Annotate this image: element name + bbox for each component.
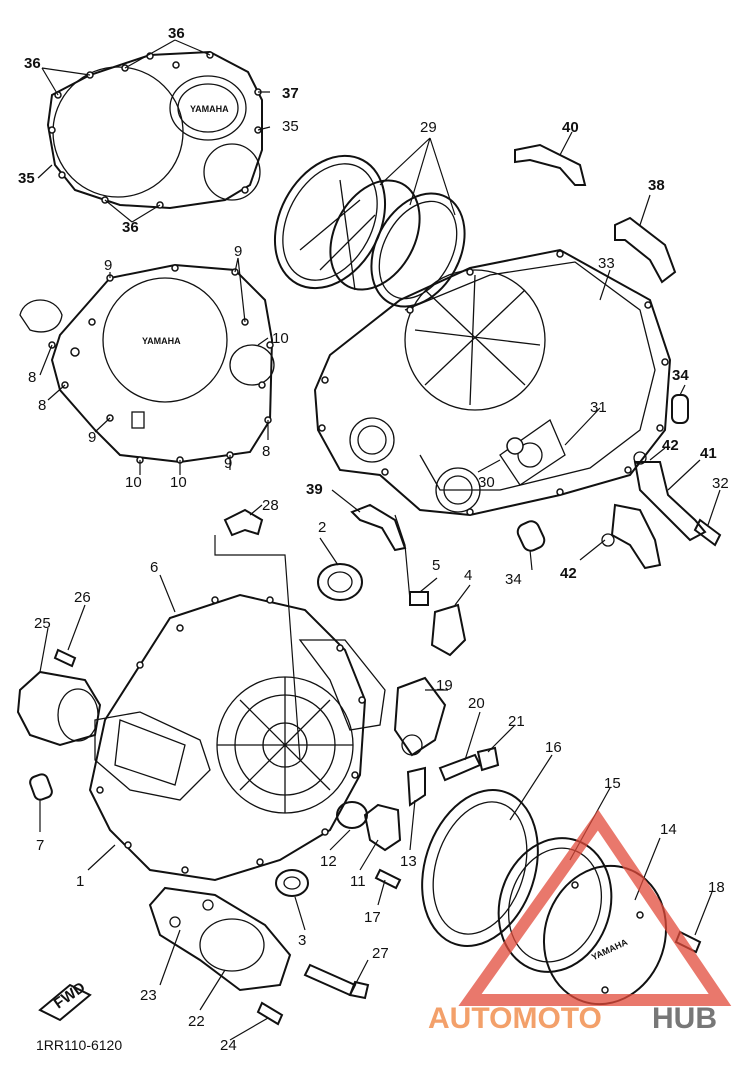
label-35-b: 35 bbox=[18, 170, 35, 187]
label-9-a: 9 bbox=[104, 257, 112, 274]
cover-brand-gasket: YAMAHA bbox=[142, 336, 181, 346]
label-9-b: 9 bbox=[234, 243, 242, 260]
cover-brand-timing: YAMAHA bbox=[590, 937, 630, 963]
label-28: 28 bbox=[262, 497, 279, 514]
label-31: 31 bbox=[590, 399, 607, 416]
label-12: 12 bbox=[320, 853, 337, 870]
label-1: 1 bbox=[76, 873, 84, 890]
label-14: 14 bbox=[660, 821, 677, 838]
label-29: 29 bbox=[420, 119, 437, 136]
label-36-a: 36 bbox=[168, 25, 185, 42]
label-18: 18 bbox=[708, 879, 725, 896]
label-2: 2 bbox=[318, 519, 326, 536]
leader-lines bbox=[37, 39, 721, 1041]
label-20: 20 bbox=[468, 695, 485, 712]
label-34-b: 34 bbox=[505, 571, 522, 588]
label-38: 38 bbox=[648, 177, 665, 194]
label-33: 33 bbox=[598, 255, 615, 272]
label-37: 37 bbox=[282, 85, 299, 102]
label-42-a: 42 bbox=[662, 437, 679, 454]
label-17: 17 bbox=[364, 909, 381, 926]
label-10-a: 10 bbox=[272, 330, 289, 347]
watermark-triangle bbox=[458, 809, 732, 1006]
label-8-c: 8 bbox=[262, 443, 270, 460]
middle-cover bbox=[313, 248, 672, 517]
starter-and-seals bbox=[16, 563, 363, 897]
label-7: 7 bbox=[36, 837, 44, 854]
label-25: 25 bbox=[34, 615, 51, 632]
label-10-c: 10 bbox=[170, 474, 187, 491]
label-13: 13 bbox=[400, 853, 417, 870]
label-41: 41 bbox=[700, 445, 717, 462]
label-4: 4 bbox=[464, 567, 472, 584]
watermark-automoto: AUTOMOTO bbox=[428, 1002, 602, 1035]
label-30: 30 bbox=[478, 474, 495, 491]
label-32: 32 bbox=[712, 475, 729, 492]
part-labels: 36 36 37 35 35 36 9 9 10 8 8 9 8 10 10 9… bbox=[18, 25, 729, 1054]
label-40: 40 bbox=[562, 119, 579, 136]
label-9-c: 9 bbox=[88, 429, 96, 446]
mid-hardware bbox=[336, 591, 500, 852]
small-hardware-right bbox=[516, 394, 722, 570]
label-36-b: 36 bbox=[24, 55, 41, 72]
label-10-b: 10 bbox=[125, 474, 142, 491]
brackets bbox=[223, 143, 677, 552]
watermark: AUTOMOTO HUB bbox=[428, 809, 732, 1035]
label-26: 26 bbox=[74, 589, 91, 606]
watermark-hub: HUB bbox=[652, 1002, 717, 1035]
label-22: 22 bbox=[188, 1013, 205, 1030]
label-24: 24 bbox=[220, 1037, 237, 1054]
outer-crankcase-cover-top: YAMAHA bbox=[46, 50, 263, 210]
label-11: 11 bbox=[350, 873, 366, 890]
label-35: 35 bbox=[282, 118, 299, 135]
label-19: 19 bbox=[436, 677, 453, 694]
label-15: 15 bbox=[604, 775, 621, 792]
label-8-b: 8 bbox=[38, 397, 46, 414]
label-21: 21 bbox=[508, 713, 525, 730]
label-34-a: 34 bbox=[672, 367, 689, 384]
label-42-b: 42 bbox=[560, 565, 577, 582]
label-39: 39 bbox=[306, 481, 323, 498]
diagram-code: 1RR110-6120 bbox=[36, 1037, 122, 1053]
label-3: 3 bbox=[298, 932, 306, 949]
crankcase-cover-main bbox=[88, 593, 386, 882]
label-9-d: 9 bbox=[224, 455, 232, 472]
label-23: 23 bbox=[140, 987, 157, 1004]
label-8-a: 8 bbox=[28, 369, 36, 386]
label-5: 5 bbox=[432, 557, 440, 574]
label-16: 16 bbox=[545, 739, 562, 756]
label-36-c: 36 bbox=[122, 219, 139, 236]
cover-brand-top: YAMAHA bbox=[190, 104, 229, 114]
label-27: 27 bbox=[372, 945, 389, 962]
cover-gasket: YAMAHA bbox=[19, 263, 275, 464]
clutch-gaskets bbox=[273, 154, 466, 308]
label-6: 6 bbox=[150, 559, 158, 576]
fwd-arrow-label: FWD bbox=[51, 979, 89, 1013]
